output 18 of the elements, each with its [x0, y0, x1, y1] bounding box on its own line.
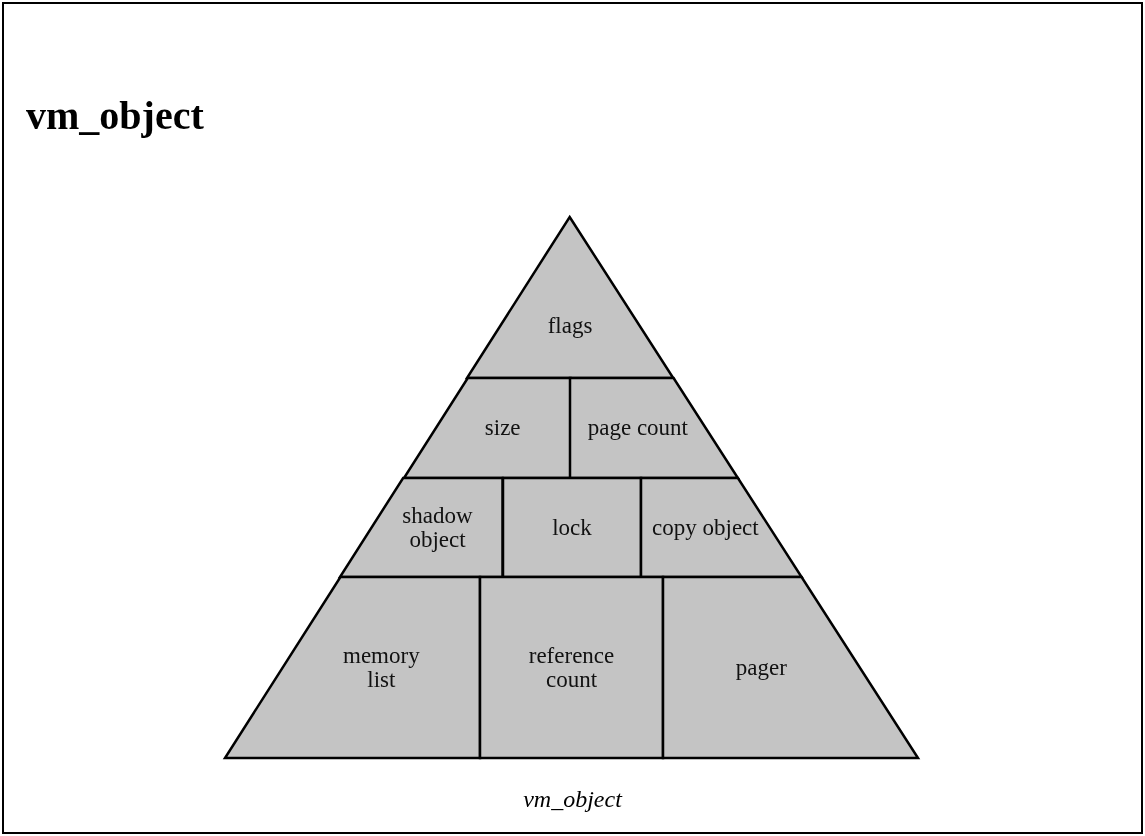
field-label: reference count [527, 643, 616, 692]
pyramid-segment [340, 478, 503, 577]
pyramid-segment [467, 217, 674, 378]
field-label: page count [586, 415, 689, 441]
pyramid-segment [570, 378, 738, 478]
field-label: shadow object [401, 503, 474, 552]
field-label: pager [734, 655, 788, 680]
pyramid-segment [403, 378, 570, 478]
title: vm_object [26, 96, 204, 136]
field-label: lock [551, 515, 593, 540]
caption: vm_object [523, 786, 622, 813]
pyramid-segment [641, 478, 802, 577]
pyramid-segment [480, 577, 663, 758]
field-label: size [483, 415, 522, 441]
field-label: copy object [651, 515, 760, 540]
field-label: flags [546, 314, 594, 339]
pyramid-segment [503, 478, 641, 577]
field-label: memory list [342, 643, 421, 692]
